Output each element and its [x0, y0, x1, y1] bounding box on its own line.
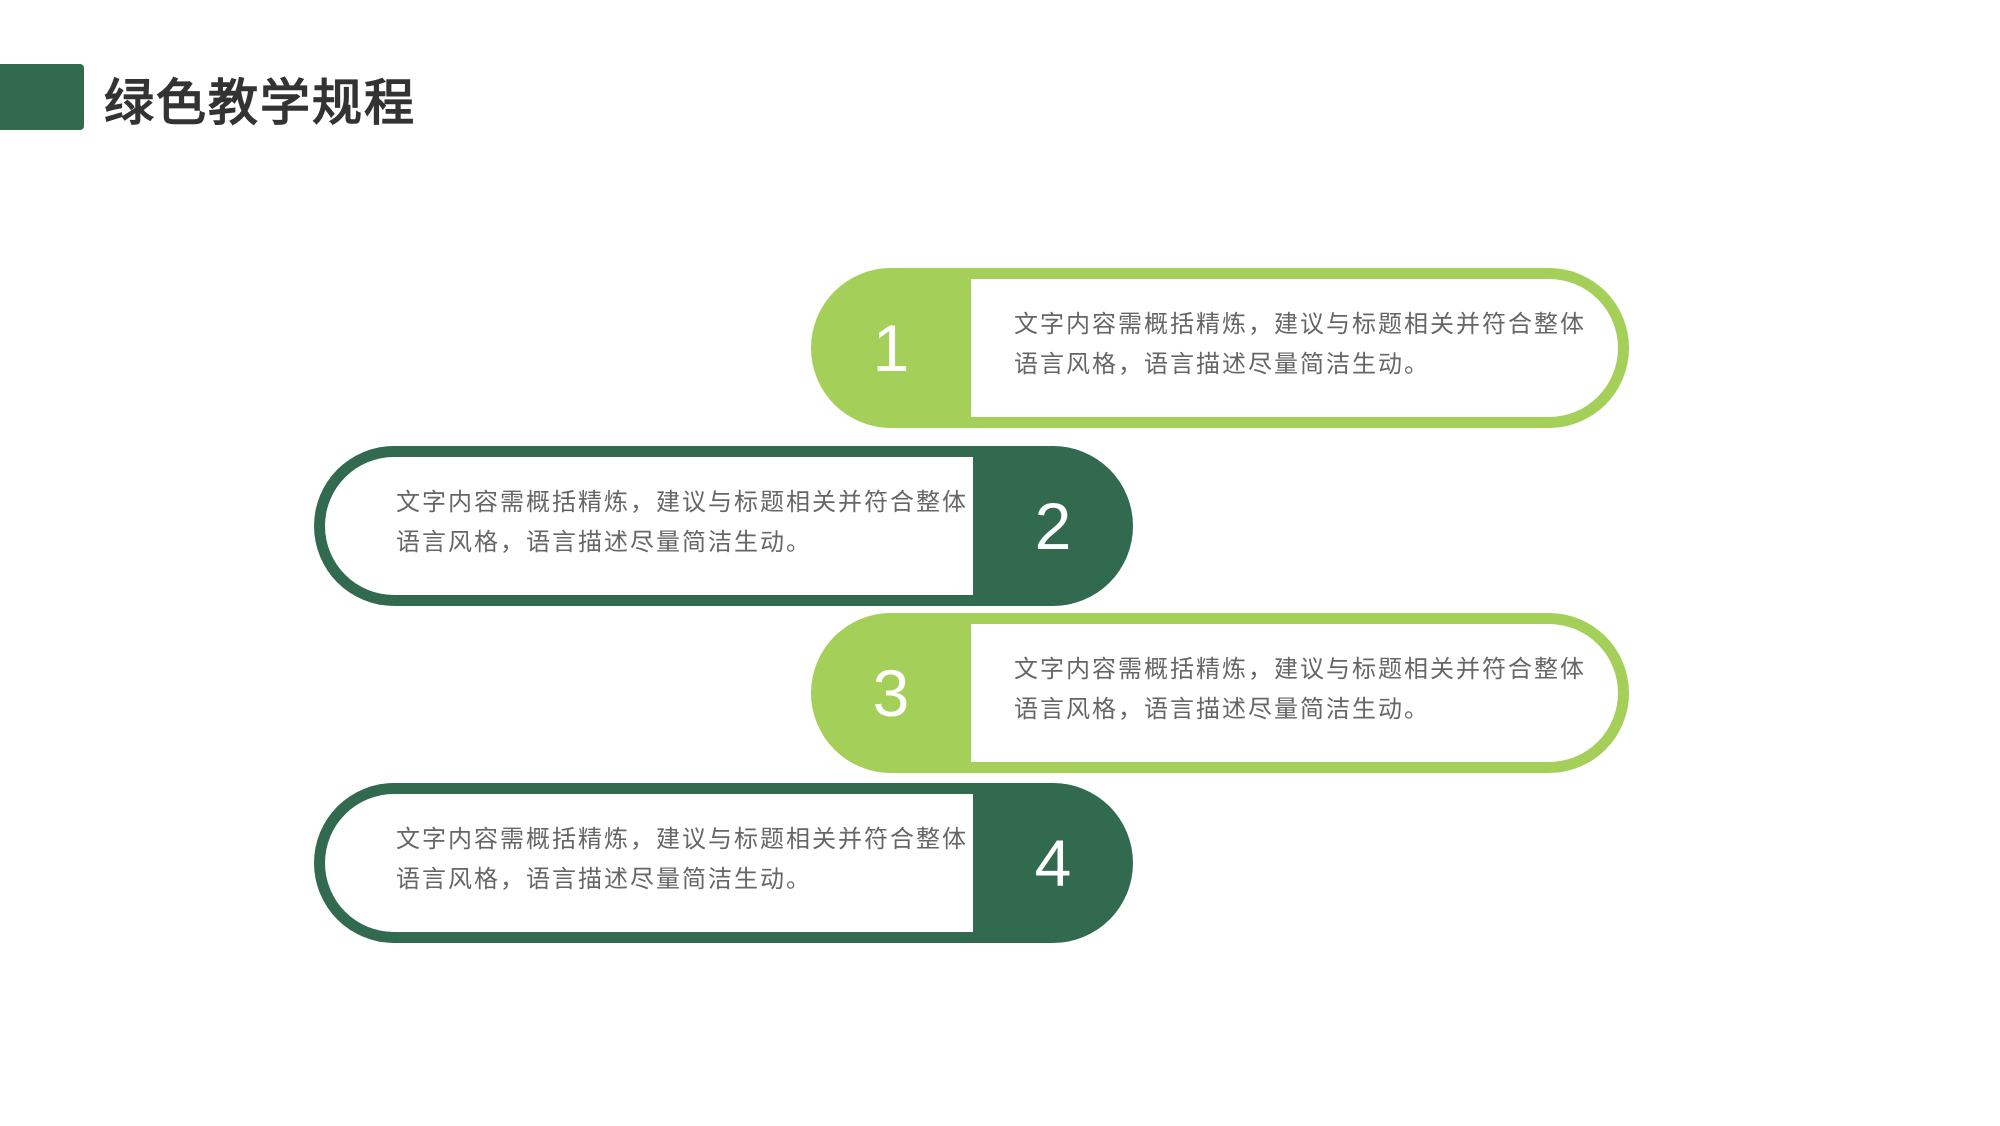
step-3-content — [971, 624, 1618, 762]
step-2-pill: 2 文字内容需概括精炼，建议与标题相关并符合整体语言风格，语言描述尽量简洁生动。 — [314, 446, 1133, 606]
step-4-content — [325, 794, 973, 932]
step-2-text: 文字内容需概括精炼，建议与标题相关并符合整体语言风格，语言描述尽量简洁生动。 — [396, 488, 968, 556]
step-3-number: 3 — [872, 656, 910, 730]
step-4-text: 文字内容需概括精炼，建议与标题相关并符合整体语言风格，语言描述尽量简洁生动。 — [396, 825, 968, 893]
step-2-number: 2 — [1034, 489, 1072, 563]
step-1-content — [971, 279, 1618, 417]
title-accent-bar — [0, 64, 84, 130]
step-4-pill: 4 文字内容需概括精炼，建议与标题相关并符合整体语言风格，语言描述尽量简洁生动。 — [314, 783, 1133, 943]
step-1-number: 1 — [872, 311, 910, 385]
step-3-text: 文字内容需概括精炼，建议与标题相关并符合整体语言风格，语言描述尽量简洁生动。 — [1014, 655, 1586, 723]
step-1-pill: 1 文字内容需概括精炼，建议与标题相关并符合整体语言风格，语言描述尽量简洁生动。 — [811, 268, 1629, 428]
slide-title: 绿色教学规程 — [104, 74, 416, 132]
step-1-text: 文字内容需概括精炼，建议与标题相关并符合整体语言风格，语言描述尽量简洁生动。 — [1014, 310, 1586, 378]
step-2-content — [325, 457, 973, 595]
step-4-number: 4 — [1034, 826, 1072, 900]
step-3-pill: 3 文字内容需概括精炼，建议与标题相关并符合整体语言风格，语言描述尽量简洁生动。 — [811, 613, 1629, 773]
